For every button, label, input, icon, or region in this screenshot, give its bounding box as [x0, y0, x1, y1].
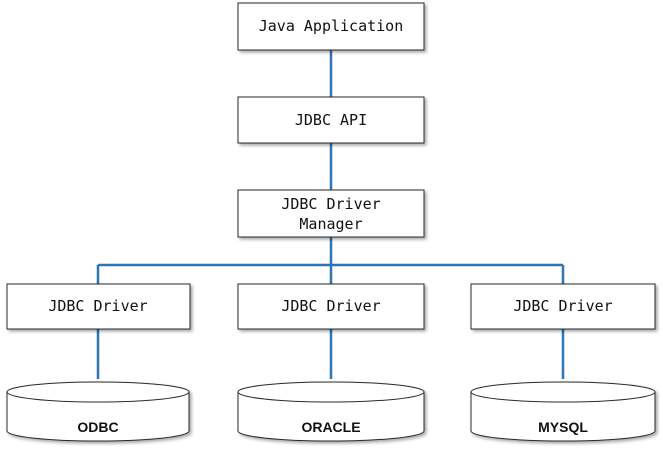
- database-oracle: [237, 381, 425, 442]
- java-application-node: Java Application: [237, 2, 425, 51]
- jdbc-api-node: JDBC API: [237, 96, 425, 144]
- connector-lines: [96, 50, 565, 379]
- jdbc-driver-manager-label-line1: JDBC Driver: [281, 195, 380, 213]
- database-oracle-label: ORACLE: [301, 419, 360, 435]
- database-odbc: [6, 381, 190, 442]
- jdbc-driver-center-label: JDBC Driver: [281, 297, 380, 315]
- jdbc-driver-left-node: JDBC Driver: [6, 283, 191, 330]
- jdbc-driver-center-node: JDBC Driver: [237, 283, 425, 330]
- database-cylinder-icon: [470, 381, 656, 442]
- jdbc-driver-manager-node: JDBC Driver Manager: [237, 189, 425, 238]
- jdbc-driver-right-label: JDBC Driver: [513, 297, 612, 315]
- jdbc-api-label: JDBC API: [295, 111, 367, 129]
- jdbc-driver-right-node: JDBC Driver: [470, 283, 656, 330]
- database-cylinder-icon: [237, 381, 425, 442]
- database-odbc-label: ODBC: [77, 419, 118, 435]
- jdbc-driver-manager-label-line2: Manager: [299, 215, 362, 233]
- database-mysql: [470, 381, 656, 442]
- jdbc-driver-left-label: JDBC Driver: [48, 297, 147, 315]
- database-cylinder-icon: [6, 381, 190, 442]
- java-application-label: Java Application: [259, 17, 404, 35]
- database-mysql-label: MYSQL: [538, 419, 588, 435]
